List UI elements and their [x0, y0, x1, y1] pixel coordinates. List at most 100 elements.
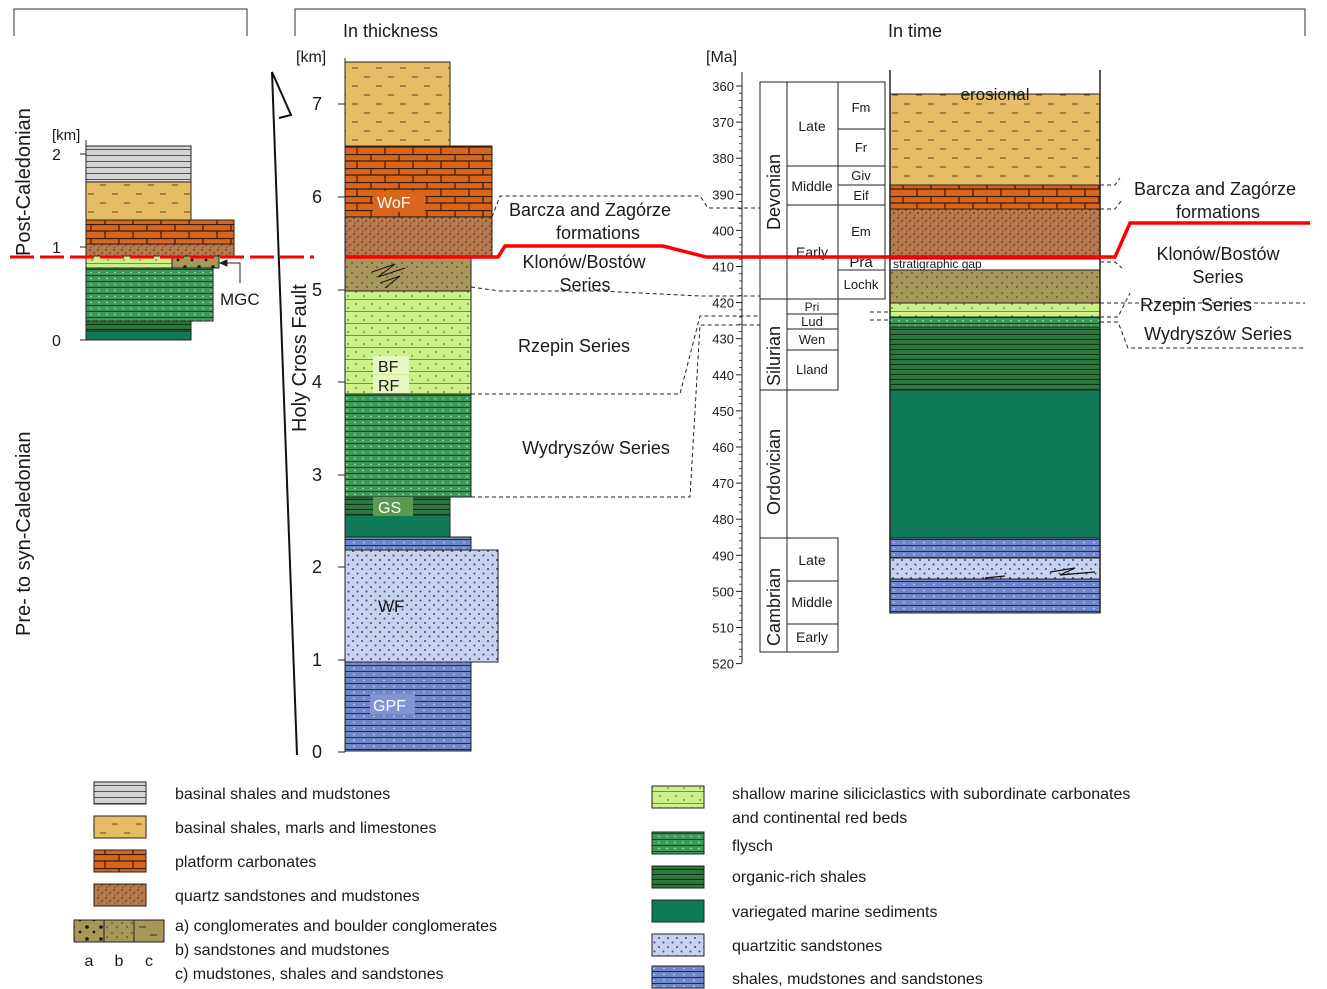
legend-text-conglomerates-b: b) sandstones and mudstones	[175, 942, 389, 959]
period-silurian: Silurian	[764, 326, 784, 386]
post-caledonian-label: Post-Caledonian	[13, 108, 35, 256]
top-brackets	[13, 8, 1306, 36]
legend-swatch-basinal-shales	[93, 781, 147, 805]
epoch-cam-late: Late	[798, 552, 825, 568]
barcza-mid-1: Barcza and Zagórze	[509, 200, 671, 220]
left-unit-label: [km]	[52, 127, 80, 144]
klonow-right-1: Klonów/Bostów	[1156, 244, 1280, 264]
stage-em: Em	[851, 224, 871, 239]
correlation-lines	[470, 177, 1305, 498]
fault-symbol	[271, 71, 298, 756]
epoch-labels: Late Middle Early Late Middle Early	[791, 118, 832, 645]
stage-lud: Lud	[801, 314, 823, 329]
time-tick-label: 440	[712, 368, 734, 383]
legend-text-quartz-sandstones: quartz sandstones and mudstones	[175, 888, 420, 905]
legend-text-conglomerates-c: c) mudstones, shales and sandstones	[175, 966, 444, 983]
chronostrat-boxes	[759, 81, 886, 653]
legend-text-conglomerates-a: a) conglomerates and boulder conglomerat…	[175, 918, 497, 935]
period-ordovician: Ordovician	[764, 429, 784, 515]
legend-abc-b: b	[115, 953, 124, 970]
legend-abc-labels: a b c	[85, 953, 153, 970]
wf-label: WF	[378, 597, 404, 616]
stratigraphic-gap-label: stratigraphic gap	[893, 257, 982, 271]
thickness-axis	[338, 58, 346, 753]
legend-swatch-quartz-sandstones	[93, 883, 147, 907]
thickness-tick-6: 6	[312, 187, 322, 207]
header-in-time: In time	[888, 21, 942, 41]
klonow-mid-2: Series	[559, 275, 610, 295]
legend-swatch-platform-carbonates	[93, 849, 147, 873]
legend-text-variegated: variegated marine sediments	[732, 904, 937, 921]
thickness-tick-4: 4	[312, 372, 322, 392]
time-minor-ticks	[739, 92, 742, 657]
klonow-right-2: Series	[1192, 267, 1243, 287]
stage-labels: Fm Fr Giv Eif Em Pra Lochk Pri Lud Wen L…	[796, 100, 879, 377]
legend-text-organic-shales: organic-rich shales	[732, 869, 866, 886]
time-column	[889, 93, 1101, 614]
stage-giv: Giv	[851, 168, 871, 183]
stage-lochk: Lochk	[844, 277, 879, 292]
gpf-label: GPF	[373, 698, 406, 715]
thickness-tick-3: 3	[312, 465, 322, 485]
thickness-tick-5: 5	[312, 280, 322, 300]
header-in-thickness: In thickness	[343, 21, 438, 41]
period-devonian: Devonian	[764, 154, 784, 230]
thickness-tick-2: 2	[312, 557, 322, 577]
stage-eif: Eif	[853, 188, 869, 203]
legend-abc-a: a	[85, 953, 94, 970]
period-labels: Devonian Silurian Ordovician Cambrian	[764, 154, 784, 646]
wof-label: WoF	[377, 195, 411, 212]
gs-badge	[373, 497, 413, 516]
gs-label: GS	[378, 500, 401, 517]
legend-swatch-conglomerates-c	[133, 919, 165, 943]
red-unconformity-line-main	[345, 221, 1310, 259]
time-tick-label: 430	[712, 332, 734, 347]
legend-swatch-shales-mudstones-sandstones	[651, 965, 705, 989]
series-labels-mid: Barcza and Zagórze formations Klonów/Bos…	[509, 200, 671, 458]
thickness-tick-1: 1	[312, 650, 322, 670]
thickness-ticks: 7 6 5 4 3 2 1 0	[312, 94, 322, 762]
barcza-mid-2: formations	[556, 223, 640, 243]
time-ticks: 3603703803904004104204304404504604704804…	[712, 79, 742, 672]
epoch-dev-late: Late	[798, 118, 825, 134]
bf-badge	[373, 356, 409, 374]
time-tick-label: 400	[712, 223, 734, 238]
rf-label: RF	[378, 378, 400, 395]
time-tick-label: 360	[712, 79, 734, 94]
epoch-cam-middle: Middle	[791, 594, 832, 610]
left-axis	[80, 140, 87, 341]
holy-cross-fault-label: Holy Cross Fault	[289, 284, 311, 432]
legend-c-dashes	[139, 926, 157, 936]
time-tick-label: 510	[712, 621, 734, 636]
series-labels-right: Barcza and Zagórze formations Klonów/Bos…	[1134, 179, 1296, 344]
stage-fm: Fm	[852, 100, 871, 115]
time-column-frame	[889, 70, 1101, 613]
thickness-column	[344, 61, 499, 752]
legend-swatch-shallow-marine	[651, 785, 705, 809]
legend-text-shallow-marine-2: and continental red beds	[732, 810, 907, 827]
legend-text: basinal shales and mudstones basinal sha…	[175, 786, 1130, 988]
barcza-right-2: formations	[1176, 202, 1260, 222]
left-tick-2: 2	[52, 147, 61, 164]
time-tick-label: 410	[712, 260, 734, 275]
mgc-arrow	[218, 259, 241, 283]
rf-badge	[373, 375, 409, 393]
erosional-label: erosional	[961, 85, 1030, 104]
rzepin-mid: Rzepin Series	[518, 336, 630, 356]
time-tick-label: 420	[712, 296, 734, 311]
legend-text-shallow-marine-1: shallow marine siliciclastics with subor…	[732, 786, 1130, 803]
legend-swatch-variegated	[651, 899, 705, 923]
legend-text-flysch: flysch	[732, 838, 773, 855]
time-tick-label: 520	[712, 657, 734, 672]
stage-wen: Wen	[799, 332, 826, 347]
stage-pri: Pri	[805, 300, 820, 314]
stage-fr: Fr	[855, 140, 868, 155]
time-tick-label: 470	[712, 476, 734, 491]
thickness-tick-7: 7	[312, 94, 322, 114]
rzepin-right: Rzepin Series	[1140, 295, 1252, 315]
legend-swatches	[73, 781, 705, 989]
time-tick-label: 500	[712, 584, 734, 599]
legend-text-quartzitic: quartzitic sandstones	[732, 938, 882, 955]
time-tick-label: 380	[712, 151, 734, 166]
